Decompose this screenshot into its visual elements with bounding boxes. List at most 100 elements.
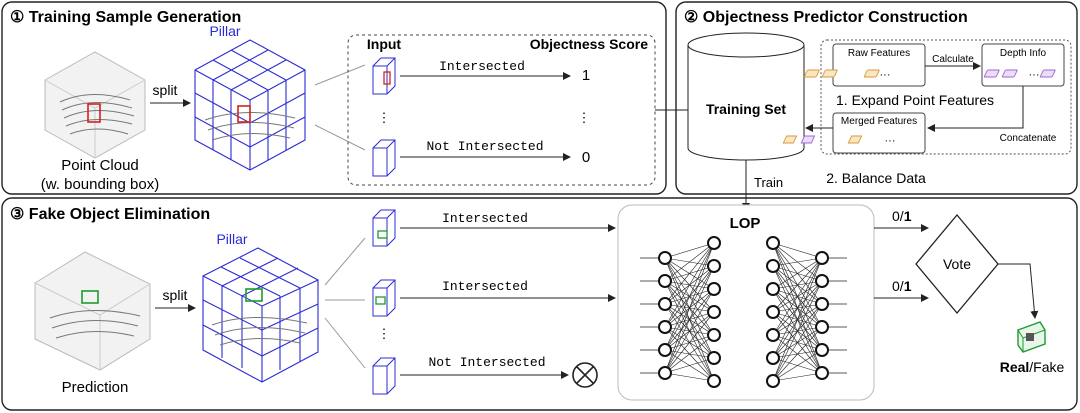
pillar-label-2: Pillar <box>216 231 247 247</box>
lop-neuron <box>707 259 721 273</box>
pillar-bbox-red <box>237 105 251 123</box>
lop-edge <box>772 257 823 382</box>
real-label: Real <box>1000 359 1030 375</box>
lop-edge <box>772 257 823 267</box>
lop-edge <box>772 257 823 313</box>
lop-label: LOP <box>730 215 761 232</box>
lop-neuron <box>815 297 829 311</box>
panel-fake-object-elimination <box>1 197 1078 411</box>
split-label-2: split <box>163 287 188 303</box>
elim-row-1: Intersected <box>442 211 528 226</box>
input-pillar-1-bbox <box>383 71 391 85</box>
training-set-label: Training Set <box>706 101 786 117</box>
lop-neuron <box>658 297 672 311</box>
training-set-cylinder <box>687 32 805 161</box>
lop-edge <box>664 265 715 374</box>
input-header: Input <box>367 36 402 52</box>
merged-features-label: Merged Features <box>841 116 917 127</box>
elim-row-3: Not Intersected <box>428 355 545 370</box>
lop-edge <box>664 242 715 351</box>
pillar-bbox-green <box>245 288 263 302</box>
depth-feature-icons <box>983 69 1056 78</box>
arrow-vote <box>998 263 1039 319</box>
train-label: Train <box>754 175 783 190</box>
elim-pillar-1-bbox <box>377 230 388 239</box>
lop-neuron <box>766 374 780 388</box>
lop-neuron <box>707 282 721 296</box>
merged-dots: ··· <box>885 135 896 147</box>
lop-neuron <box>766 259 780 273</box>
lop-edge <box>772 257 823 290</box>
elim-pillar-2-bbox <box>375 296 386 305</box>
lop-neuron <box>707 305 721 319</box>
lop-neuron <box>766 328 780 342</box>
lop-edge <box>772 257 823 336</box>
ellipsis-1: ⋮ <box>378 110 391 125</box>
score-header: Objectness Score <box>530 36 648 52</box>
depth-dots: ··· <box>1029 69 1040 81</box>
panel1-title: ① Training Sample Generation <box>10 9 241 26</box>
lop-neuron <box>707 374 721 388</box>
lop-edge <box>772 242 823 259</box>
input-pillar-2 <box>372 139 396 177</box>
lop-neuron <box>658 274 672 288</box>
lop-edge <box>772 349 823 382</box>
vote-diamond <box>915 213 999 315</box>
ellipsis-3: ⋮ <box>378 326 391 341</box>
bbox-green <box>81 290 99 304</box>
arrow-concatenate <box>927 86 1024 132</box>
step1-label: 1. Expand Point Features <box>836 92 994 108</box>
lop-edge <box>664 288 715 374</box>
out-2: 0/1 <box>892 278 912 294</box>
raw-feature-icons <box>803 69 880 78</box>
ellipsis-2: ⋮ <box>578 110 591 125</box>
lop-edge <box>664 311 715 374</box>
lop-edge <box>772 303 823 382</box>
point-cloud-graphic <box>44 51 146 159</box>
lop-edge <box>664 372 715 382</box>
lop-edge <box>772 280 823 382</box>
lop-neuron <box>766 282 780 296</box>
raw-dots: ··· <box>880 69 891 81</box>
lop-edge <box>664 242 715 305</box>
lop-neuron <box>658 320 672 334</box>
result-label: Real/Fake <box>1000 359 1065 375</box>
fan-line-2 <box>314 124 366 151</box>
panel3-title: ③ Fake Object Elimination <box>10 206 210 223</box>
depth-info-label: Depth Info <box>1000 48 1047 59</box>
lop-neuron <box>815 366 829 380</box>
fake-label: /Fake <box>1029 359 1064 375</box>
elim-row-2: Intersected <box>442 279 528 294</box>
lop-edge <box>772 326 823 382</box>
lop-neuron <box>766 351 780 365</box>
samples-dashed-box <box>347 34 656 186</box>
bbox-red <box>87 103 101 123</box>
pillar-grid-2 <box>202 247 319 383</box>
lop-neuron <box>658 366 672 380</box>
panel2-title: ② Objectness Predictor Construction <box>684 9 968 26</box>
row-not-intersected: Not Intersected <box>426 139 543 154</box>
split-label: split <box>153 82 178 98</box>
score-one: 1 <box>582 67 590 84</box>
lop-edge <box>772 257 823 359</box>
lop-neuron <box>707 351 721 365</box>
fan-line-5 <box>324 317 366 369</box>
raw-features-label: Raw Features <box>848 48 910 59</box>
point-cloud-label: Point Cloud <box>61 157 139 174</box>
lop-edge <box>664 242 715 282</box>
lop-neuron <box>766 305 780 319</box>
pillar-points-2 <box>211 317 308 346</box>
lop-network <box>640 236 847 388</box>
panel-training-sample-generation <box>1 1 667 195</box>
lop-neuron <box>766 236 780 250</box>
lop-edge <box>664 242 715 374</box>
elim-pillar-3 <box>372 357 396 395</box>
lop-edge <box>772 372 823 382</box>
lop-neuron <box>815 343 829 357</box>
lop-neuron <box>815 251 829 265</box>
merged-feature-icons <box>782 135 863 144</box>
lop-neuron <box>815 274 829 288</box>
prediction-label: Prediction <box>62 379 129 396</box>
pillar-grid <box>194 39 306 171</box>
